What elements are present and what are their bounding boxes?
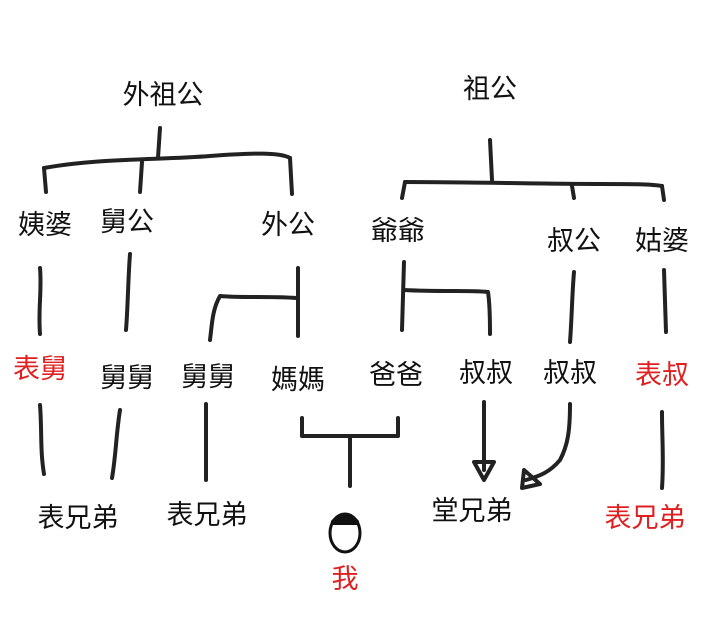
connector-to-jiugong (138, 160, 144, 194)
node-shushu-b: 叔叔 (543, 358, 597, 389)
connector-yeye-children (400, 260, 492, 336)
connector-shushu-b-down (520, 402, 572, 490)
connector-to-gupo (660, 184, 666, 202)
node-grandfather-paternal: 爺爺 (371, 216, 425, 247)
connector-biaoshu-down (660, 410, 665, 490)
node-cousin-biao-b: 表兄弟 (166, 500, 248, 531)
node-grand-uncle-maternal: 舅公 (100, 207, 154, 238)
connector-parents (300, 416, 400, 488)
connector-to-waigong (288, 156, 294, 196)
node-maternal-grandfather: 外祖公 (122, 80, 204, 111)
node-mother: 媽媽 (271, 365, 325, 396)
connector-yipo-down (37, 266, 43, 336)
node-cousin-biao-c: 表兄弟 (604, 503, 686, 534)
node-me: 我 (331, 564, 359, 595)
node-grand-uncle-paternal: 叔公 (547, 226, 601, 257)
node-biao-shu: 表叔 (635, 360, 689, 391)
connector-maternal-bar (42, 151, 292, 170)
node-grandfather-maternal: 外公 (261, 210, 315, 241)
node-jiujiu-a: 舅舅 (100, 363, 154, 394)
connector-paternal-trunk (488, 138, 494, 182)
connector-to-yipo (42, 166, 48, 194)
connector-to-shugong (570, 184, 576, 200)
node-grand-aunt-paternal: 姑婆 (635, 226, 689, 257)
connector-gupo-down (662, 268, 668, 334)
connector-waigong-children (208, 266, 300, 342)
node-biao-jiu: 表舅 (13, 354, 67, 385)
connector-maternal-trunk (156, 126, 162, 160)
connector-paternal-bar (403, 180, 664, 188)
node-father: 爸爸 (369, 360, 423, 391)
connector-shushu-a-down (472, 400, 496, 482)
connector-jiujiu-a-down (110, 408, 122, 480)
me-face-icon (328, 512, 362, 554)
node-jiujiu-b: 舅舅 (181, 362, 235, 393)
node-shushu-a: 叔叔 (459, 358, 513, 389)
connector-jiugong-down (124, 252, 132, 332)
connector-shugong-down (568, 270, 576, 344)
connector-biaojiu-down (38, 403, 46, 476)
node-paternal-grandfather: 祖公 (463, 74, 517, 105)
node-cousin-biao-a: 表兄弟 (37, 503, 119, 534)
node-cousin-tang: 堂兄弟 (431, 496, 513, 527)
connector-to-yeye (400, 180, 407, 200)
node-grand-aunt-maternal: 姨婆 (18, 210, 72, 241)
